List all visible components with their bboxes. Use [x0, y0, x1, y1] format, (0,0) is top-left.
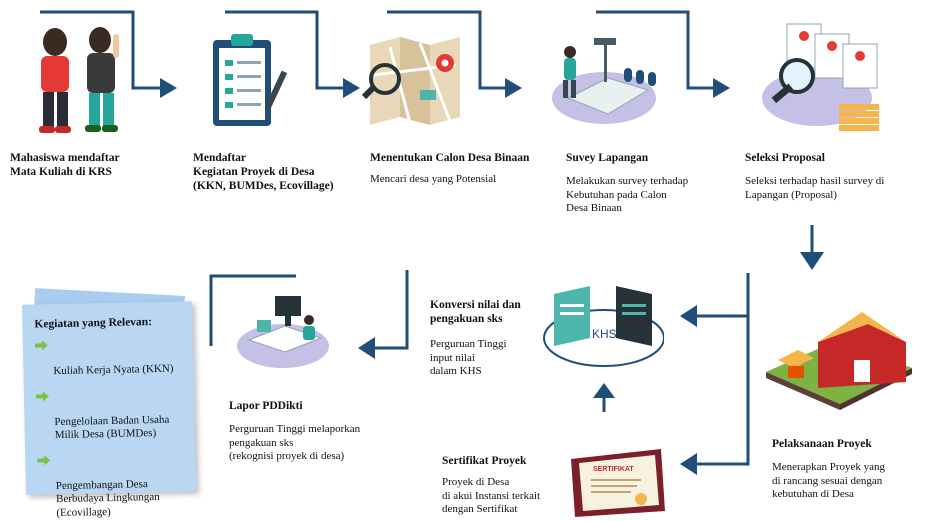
- office-desk-illustration: [237, 296, 329, 368]
- step-title: Suvey Lapangan: [566, 152, 649, 164]
- step-desc: Proyek di Desa di akui Instansi terkait …: [442, 476, 541, 515]
- arrowhead-8: [593, 383, 615, 398]
- step-choose-village: Menentukan Calon Desa Binaan Mencari des…: [370, 151, 555, 187]
- step-desc: Seleksi terhadap hasil survey di Lapanga…: [745, 175, 885, 201]
- khs-conversion-illustration: KHS: [543, 286, 664, 367]
- panel-heading: Kegiatan yang Relevan:: [34, 316, 153, 331]
- arrow-step3-to-step4: [387, 10, 505, 90]
- relevant-item-label: Pengelolaan Badan Usaha Milik Desa (BUMD…: [54, 413, 170, 442]
- step-desc: Perguruan Tinggi melaporkan pengakuan sk…: [229, 423, 361, 462]
- arrow-step1-to-step2: [40, 10, 160, 90]
- step-title: Mahasiswa mendaftar Mata Kuliah di KRS: [10, 152, 120, 178]
- arrowhead-7: [680, 453, 697, 475]
- arrow-khs-to-pddikti: [375, 270, 409, 350]
- clipboard-illustration: [213, 34, 288, 126]
- arrow-step6-to-cert: [697, 316, 750, 466]
- step-report-pddikti: Lapor PDDikti Perguruan Tinggi melaporka…: [229, 399, 409, 464]
- step-field-survey: Suvey Lapangan Melakukan survey terhadap…: [566, 151, 736, 216]
- step-project-implementation: Pelaksanaan Proyek Menerapkan Proyek yan…: [772, 437, 932, 502]
- arrowhead-2: [343, 78, 360, 98]
- proposal-selection-illustration: [762, 23, 879, 131]
- relevant-item: Kuliah Kerja Nyata (KKN): [34, 335, 186, 379]
- arrowhead-3: [505, 78, 522, 98]
- step-desc: Melakukan survey terhadap Kebutuhan pada…: [566, 175, 689, 214]
- arrowhead-9: [358, 337, 375, 359]
- map-search-illustration: [361, 37, 460, 125]
- survey-illustration: [552, 38, 656, 124]
- relevant-list: Kuliah Kerja Nyata (KKN) Pengelolaan Bad…: [23, 335, 197, 521]
- farm-illustration: [766, 312, 912, 410]
- step-register-krs: Mahasiswa mendaftar Mata Kuliah di KRS: [10, 151, 180, 179]
- step-title: Konversi nilai dan pengakuan sks: [430, 299, 521, 325]
- arrow-step6-to-khs: [697, 273, 750, 318]
- step-title: Seleksi Proposal: [745, 152, 825, 164]
- step-project-certificate: Sertifikat Proyek Proyek di Desa di akui…: [442, 454, 567, 517]
- arrow-step2-to-step3: [225, 10, 343, 90]
- step-title: Lapor PDDikti: [229, 400, 303, 412]
- arrow-bullet-icon: [35, 390, 49, 401]
- step-desc: Menerapkan Proyek yang di rancang sesuai…: [772, 461, 886, 500]
- arrowhead-5: [800, 252, 824, 270]
- arrowhead-6: [680, 305, 697, 327]
- step-title: Mendaftar Kegiatan Proyek di Desa (KKN, …: [193, 152, 334, 192]
- relevant-item-label: Pengembangan Desa Berbudaya Lingkungan (…: [55, 477, 160, 519]
- relevant-activities-panel: Kegiatan yang Relevan: Kuliah Kerja Nyat…: [22, 301, 196, 519]
- step-grade-conversion: Konversi nilai dan pengakuan sks Perguru…: [430, 298, 550, 379]
- step-desc: Mencari desa yang Potensial: [370, 173, 497, 185]
- students-illustration: [39, 27, 119, 133]
- arrow-step4-to-step5: [596, 10, 713, 90]
- arrow-bullet-icon: [34, 340, 48, 351]
- step-title: Menentukan Calon Desa Binaan: [370, 152, 530, 164]
- step-register-project: Mendaftar Kegiatan Proyek di Desa (KKN, …: [193, 151, 363, 193]
- arrow-bullet-icon: [37, 454, 51, 465]
- arrowhead-1: [160, 78, 177, 98]
- step-proposal-selection: Seleksi Proposal Seleksi terhadap hasil …: [745, 151, 930, 202]
- certificate-label: SERTIFIKAT: [593, 466, 634, 473]
- relevant-item-label: Kuliah Kerja Nyata (KKN): [53, 362, 174, 378]
- arrow-pddikti-frame: [209, 274, 296, 346]
- relevant-item: Pengembangan Desa Berbudaya Lingkungan (…: [37, 450, 188, 521]
- step-title: Pelaksanaan Proyek: [772, 438, 872, 450]
- arrowhead-4: [713, 78, 730, 98]
- relevant-item: Pengelolaan Badan Usaha Milik Desa (BUMD…: [35, 386, 187, 443]
- khs-label: KHS: [592, 327, 617, 341]
- step-title: Sertifikat Proyek: [442, 455, 527, 467]
- certificate-illustration: SERTIFIKAT: [571, 449, 665, 517]
- step-desc: Perguruan Tinggi input nilai dalam KHS: [430, 338, 507, 377]
